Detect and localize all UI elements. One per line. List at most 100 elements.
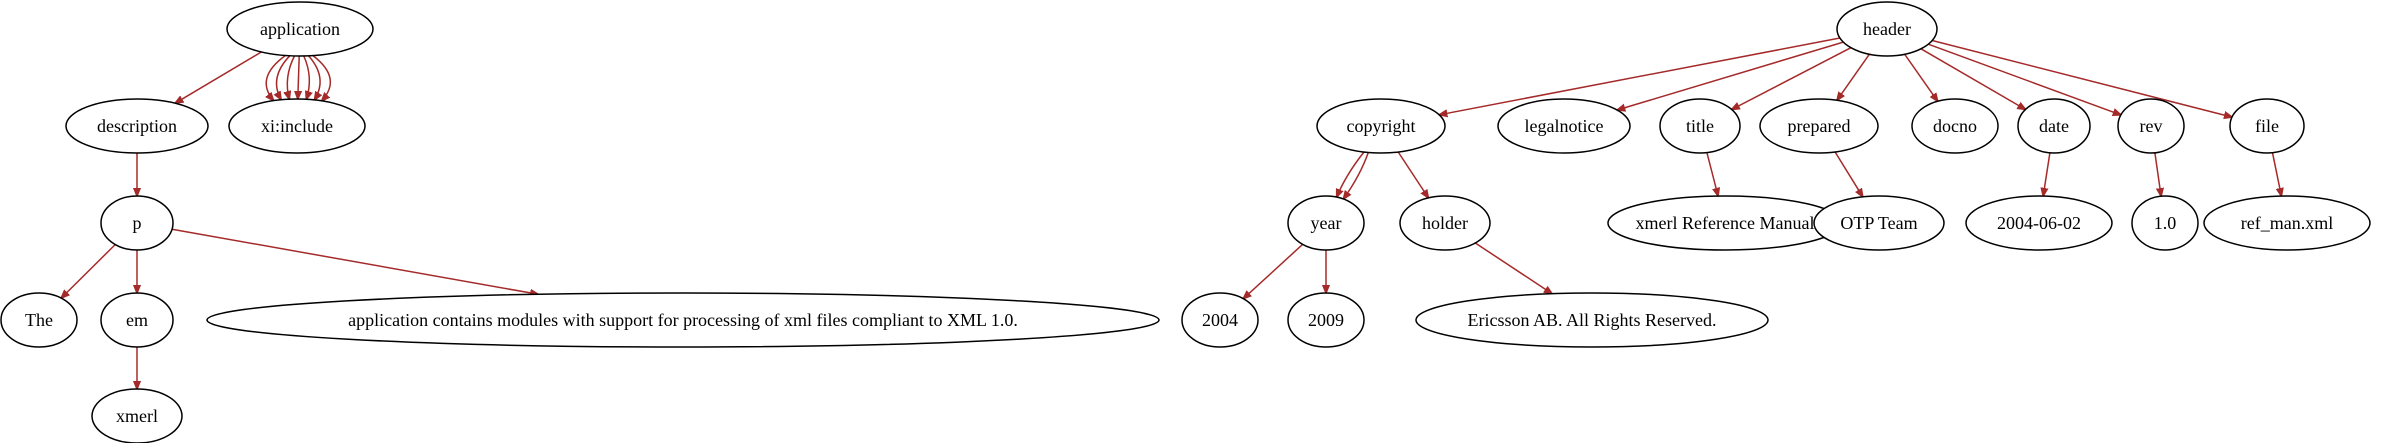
- node-label: 1.0: [2154, 213, 2177, 233]
- edge-header-to-date: [1920, 48, 2026, 110]
- node-label: description: [97, 116, 177, 136]
- edge-application-to-xi_include: [298, 55, 299, 99]
- node-label: copyright: [1347, 116, 1416, 136]
- edge-header-to-docno: [1904, 53, 1938, 101]
- node-ellipse: [1836, 1, 1938, 57]
- node-label: xmerl Reference Manual: [1636, 213, 1815, 233]
- node-xi_include: xi:include: [228, 98, 366, 154]
- edge-application-to-xi_include: [303, 55, 310, 99]
- node-ellipse: [2117, 98, 2185, 154]
- node-y2004: 2004: [1181, 292, 1259, 348]
- edge-rev-to-rev_text: [2154, 152, 2161, 196]
- node-app_text: application contains modules with suppor…: [206, 292, 1160, 348]
- edge-copyright-to-year: [1343, 152, 1370, 200]
- edge-header-to-title: [1732, 47, 1852, 110]
- node-rev: rev: [2117, 98, 2185, 154]
- edge-application-to-xi_include: [312, 55, 332, 101]
- node-title_text: xmerl Reference Manual: [1607, 195, 1843, 251]
- node-em: em: [100, 292, 174, 348]
- node-label: em: [126, 310, 148, 330]
- node-ellipse: [100, 195, 174, 251]
- node-docno: docno: [1911, 98, 1999, 154]
- node-ellipse: [1316, 98, 1446, 154]
- node-label: ref_man.xml: [2241, 213, 2333, 233]
- node-label: 2009: [1308, 310, 1344, 330]
- node-ellipse: [1399, 195, 1491, 251]
- node-ellipse: [1813, 195, 1945, 251]
- node-label: date: [2039, 116, 2069, 136]
- node-prepared: prepared: [1759, 98, 1879, 154]
- node-ellipse: [1759, 98, 1879, 154]
- edge-title-to-title_text: [1706, 152, 1718, 196]
- node-ellipse: [1181, 292, 1259, 348]
- edge-application-to-xi_include: [307, 55, 321, 100]
- node-label: xi:include: [261, 116, 333, 136]
- node-the: The: [0, 292, 78, 348]
- node-ellipse: [228, 98, 366, 154]
- node-label: xmerl: [116, 406, 158, 426]
- node-label: legalnotice: [1525, 116, 1604, 136]
- edge-copyright-to-year: [1337, 151, 1365, 197]
- node-application: application: [226, 1, 374, 57]
- node-ellipse: [1911, 98, 1999, 154]
- edge-header-to-file: [1932, 39, 2232, 118]
- node-date_text: 2004-06-02: [1965, 195, 2113, 251]
- node-ellipse: [2017, 98, 2091, 154]
- node-label: application contains modules with suppor…: [348, 310, 1018, 330]
- edge-header-to-rev: [1928, 43, 2121, 115]
- node-ellipse: [65, 98, 209, 154]
- node-label: file: [2255, 116, 2279, 136]
- edge-header-to-legalnotice: [1617, 41, 1844, 110]
- node-file: file: [2229, 98, 2305, 154]
- node-ellipse: [1497, 98, 1631, 154]
- node-y2009: 2009: [1287, 292, 1365, 348]
- node-ellipse: [2131, 195, 2199, 251]
- node-copyright: copyright: [1316, 98, 1446, 154]
- edge-application-to-xi_include: [266, 54, 286, 101]
- edge-p-to-app_text: [171, 228, 538, 294]
- edge-prepared-to-prepared_text: [1834, 151, 1863, 197]
- node-xmerl: xmerl: [91, 388, 183, 443]
- node-holder_text: Ericsson AB. All Rights Reserved.: [1415, 292, 1769, 348]
- node-label: prepared: [1788, 116, 1851, 136]
- node-p: p: [100, 195, 174, 251]
- node-ellipse: [2229, 98, 2305, 154]
- node-year: year: [1287, 195, 1365, 251]
- node-label: 2004: [1202, 310, 1238, 330]
- node-ellipse: [0, 292, 78, 348]
- node-title: title: [1659, 98, 1741, 154]
- node-ellipse: [2203, 195, 2371, 251]
- node-label: year: [1311, 213, 1342, 233]
- edge-header-to-prepared: [1837, 53, 1870, 100]
- node-ellipse: [1287, 195, 1365, 251]
- node-label: title: [1686, 116, 1714, 136]
- node-ellipse: [1659, 98, 1741, 154]
- edge-date-to-date_text: [2043, 152, 2051, 196]
- node-prepared_text: OTP Team: [1813, 195, 1945, 251]
- edge-header-to-copyright: [1439, 37, 1841, 115]
- node-label: OTP Team: [1840, 213, 1917, 233]
- node-header: header: [1836, 1, 1938, 57]
- node-file_text: ref_man.xml: [2203, 195, 2371, 251]
- edge-year-to-y2004: [1243, 243, 1304, 298]
- node-label: rev: [2140, 116, 2163, 136]
- edges-layer: [61, 37, 2282, 389]
- node-legalnotice: legalnotice: [1497, 98, 1631, 154]
- node-rev_text: 1.0: [2131, 195, 2199, 251]
- node-label: 2004-06-02: [1997, 213, 2081, 233]
- node-label: p: [133, 213, 142, 233]
- node-ellipse: [226, 1, 374, 57]
- node-holder: holder: [1399, 195, 1491, 251]
- node-ellipse: [100, 292, 174, 348]
- edge-application-to-description: [175, 51, 262, 103]
- edge-holder-to-holder_text: [1474, 242, 1552, 294]
- edge-application-to-xi_include: [287, 55, 296, 99]
- edge-copyright-to-holder: [1397, 151, 1428, 198]
- node-label: docno: [1933, 116, 1977, 136]
- edge-file-to-file_text: [2271, 152, 2282, 196]
- node-label: holder: [1422, 213, 1468, 233]
- node-date: date: [2017, 98, 2091, 154]
- node-label: The: [25, 310, 53, 330]
